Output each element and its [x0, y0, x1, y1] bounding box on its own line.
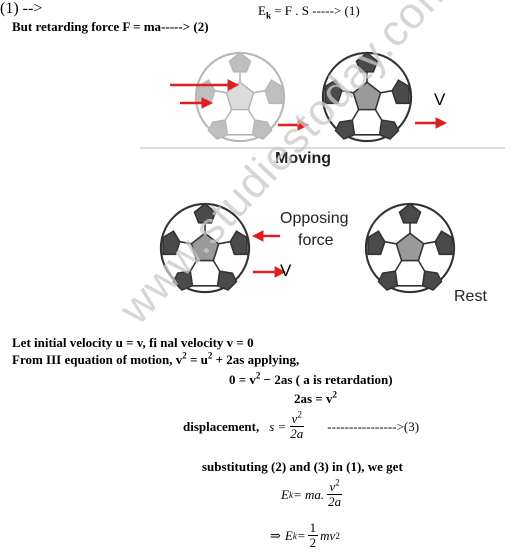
- retarding-force-line: But retarding force F = ma-----> (2): [12, 19, 209, 34]
- two-as-line: 2as = v2: [294, 389, 337, 406]
- rest-label: Rest: [454, 288, 487, 305]
- opposing-label-2: force: [298, 232, 334, 249]
- opposing-label-1: Opposing: [280, 210, 349, 227]
- displacement-line: displacement, s = v2 2a ----------------…: [183, 409, 420, 441]
- equation-ek-fs: Ek = F . S -----> (1): [258, 3, 360, 21]
- substituting-line: substituting (2) and (3) in (1), we get: [202, 459, 403, 474]
- opposing-force-arrow: [251, 230, 280, 242]
- velocity-label-top: V: [434, 90, 446, 109]
- soccer-ball-figure: V Moving V Opposing force Rest: [140, 51, 505, 305]
- moving-label: Moving: [275, 150, 331, 167]
- velocity-label-bottom: V: [280, 261, 292, 280]
- motion-arrows: [170, 79, 310, 131]
- third-equation-line: From III equation of motion, v2 = u2 + 2…: [12, 350, 300, 367]
- resting-ball: [364, 202, 456, 294]
- zero-equation-line: 0 = v2 − 2as ( a is retardation): [229, 370, 393, 387]
- initial-velocity-line: Let initial velocity u = v, fi nal veloc…: [12, 335, 254, 350]
